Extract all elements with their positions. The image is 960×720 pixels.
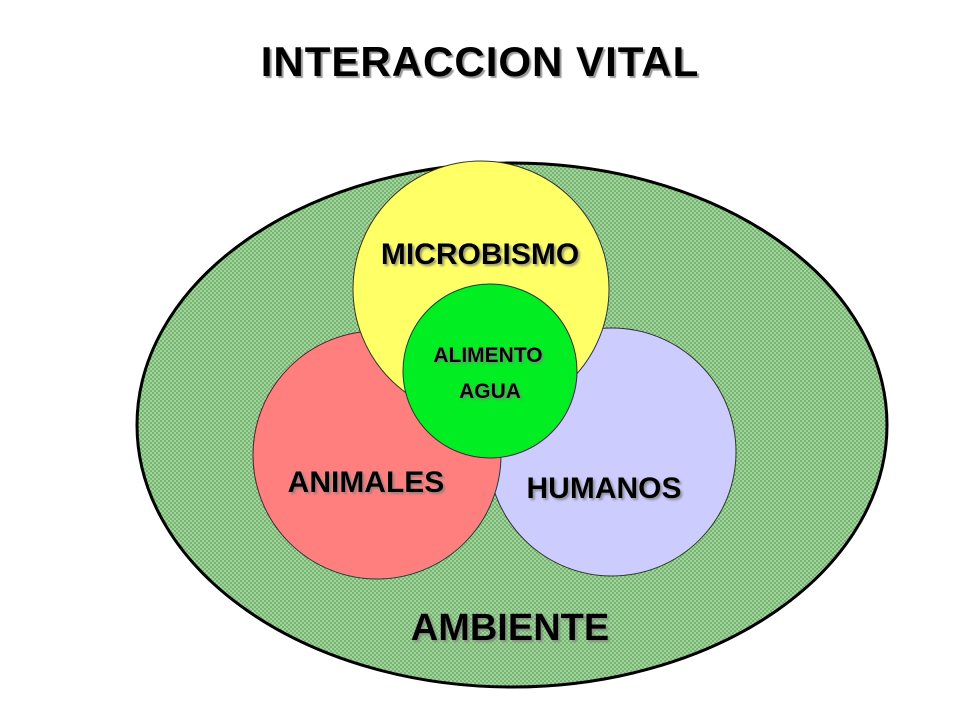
agua-label: AGUA — [459, 380, 521, 403]
alimento-agua-circle — [402, 283, 578, 459]
humanos-label: HUMANOS — [527, 472, 682, 505]
alimento-label: ALIMENTO — [433, 344, 542, 367]
microbismo-label: MICROBISMO — [381, 238, 579, 271]
ambiente-label: AMBIENTE — [411, 607, 609, 649]
animales-label: ANIMALES — [288, 466, 445, 499]
page-title: INTERACCION VITAL — [260, 38, 700, 85]
